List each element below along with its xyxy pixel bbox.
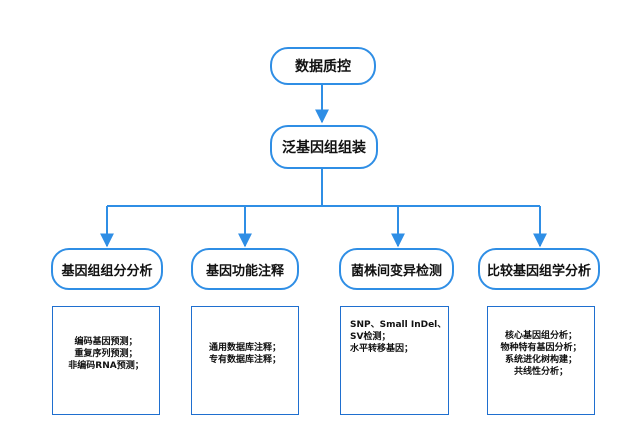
detail-box-1: 编码基因预测； 重复序列预测； 非编码RNA预测； [52, 306, 160, 415]
detail-1-line-2: 重复序列预测； [74, 348, 138, 359]
root-node: 数据质控 [270, 47, 376, 85]
detail-3-line-1: SNP、Small InDel、 [350, 320, 447, 330]
branch-node-2: 基因功能注释 [191, 248, 299, 290]
detail-box-3: SNP、Small InDel、 SV检测； 水平转移基因； [340, 306, 449, 415]
detail-1-line-1: 编码基因预测； [74, 336, 138, 347]
detail-2-line-1: 通用数据库注释； [208, 342, 281, 353]
hub-node-label: 泛基因组组装 [282, 140, 366, 156]
branch-node-1: 基因组组分分析 [51, 248, 163, 290]
branch-node-2-label: 基因功能注释 [205, 263, 284, 279]
detail-4-line-3: 系统进化树构建； [504, 354, 577, 365]
detail-box-2: 通用数据库注释； 专有数据库注释； [191, 306, 299, 415]
root-node-label: 数据质控 [295, 59, 351, 75]
detail-4-line-4: 共线性分析； [513, 366, 568, 377]
detail-2-line-2: 专有数据库注释； [208, 354, 281, 365]
branch-node-3: 菌株间变异检测 [339, 248, 454, 290]
detail-3-line-2: SV检测； [350, 332, 391, 342]
detail-4-line-2: 物种特有基因分析； [500, 342, 582, 353]
hub-node: 泛基因组组装 [270, 125, 378, 169]
detail-4-line-1: 核心基因组分析； [504, 330, 577, 341]
detail-box-4: 核心基因组分析； 物种特有基因分析； 系统进化树构建； 共线性分析； [487, 306, 595, 415]
branch-node-4: 比较基因组学分析 [478, 248, 600, 290]
branch-node-1-label: 基因组组分分析 [61, 263, 153, 279]
branch-node-3-label: 菌株间变异检测 [350, 263, 442, 279]
detail-1-line-3: 非编码RNA预测； [68, 360, 144, 371]
detail-3-line-3: 水平转移基因； [350, 344, 414, 354]
branch-node-4-label: 比较基因组学分析 [486, 263, 591, 279]
